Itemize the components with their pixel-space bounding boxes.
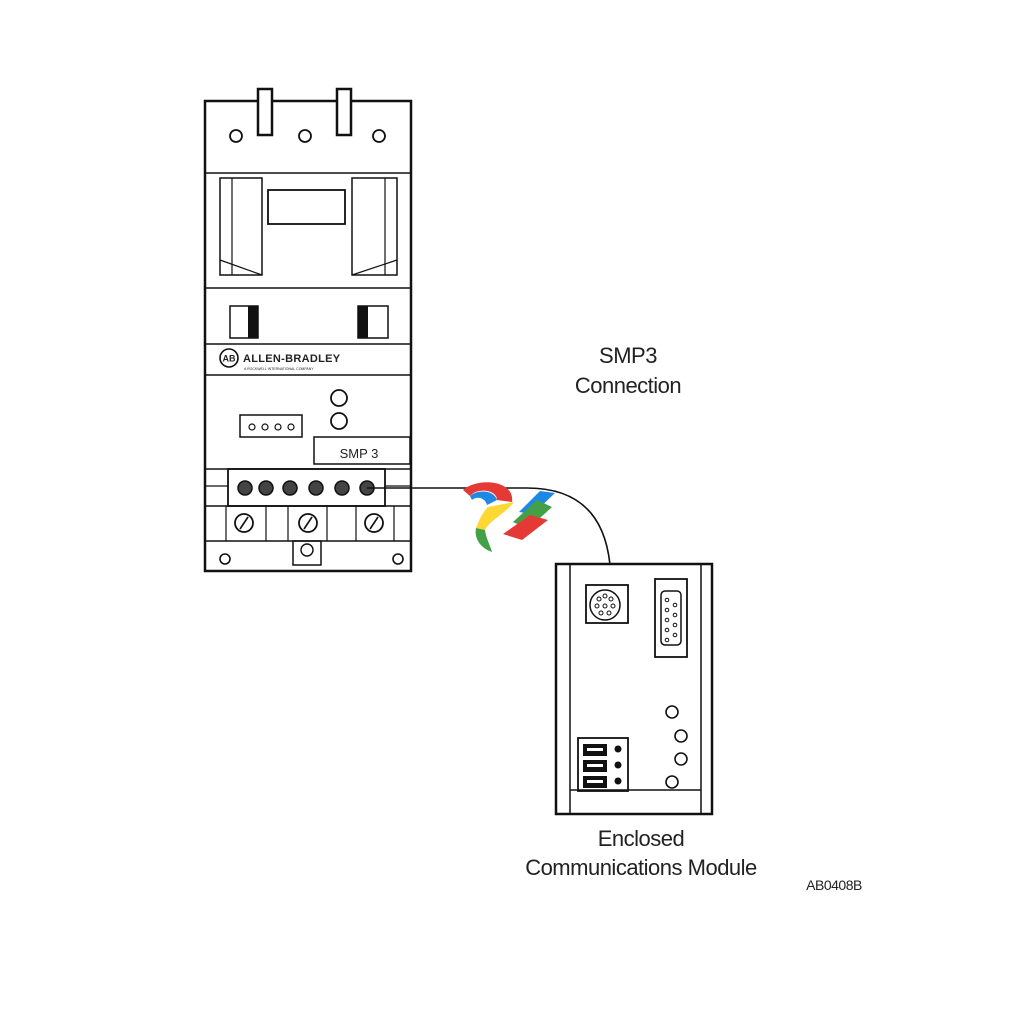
mounting-hole: [298, 129, 312, 143]
ab-badge-text: AB: [223, 354, 236, 364]
mini-din-port: [585, 584, 629, 624]
terminal-screws: [237, 480, 375, 496]
mounting-hole: [392, 553, 404, 565]
connection-label-line2: Connection: [575, 373, 681, 398]
allen-bradley-relay: [203, 87, 413, 573]
mounting-hole: [372, 129, 386, 143]
status-led: [665, 705, 679, 719]
top-clip-left: [256, 87, 274, 137]
side-bracket-right: [351, 177, 398, 276]
connection-label-line1: SMP3: [599, 343, 657, 368]
module-label-line1: Enclosed: [598, 826, 685, 851]
screw-icon: [364, 513, 384, 533]
status-led: [674, 729, 688, 743]
mounting-hole: [219, 553, 231, 565]
screw-icon: [234, 513, 254, 533]
screw-icon: [298, 513, 318, 533]
ab-badge-icon: [219, 348, 239, 368]
status-lamp: [330, 412, 348, 430]
mounting-hole: [229, 129, 243, 143]
enclosed-communications-module: [554, 562, 714, 816]
figure-code: AB0408B: [806, 877, 862, 893]
status-lamp: [330, 389, 348, 407]
brand-name: ALLEN-BRADLEY: [243, 353, 341, 365]
colorful-logo-icon: [463, 482, 555, 552]
allen-bradley-logo: AB ALLEN-BRADLEY A ROCKWELL INTERNATIONA…: [219, 348, 341, 371]
pin-connector-block: [239, 414, 303, 438]
status-led: [674, 752, 688, 766]
power-terminal-block: [577, 737, 629, 792]
brand-subtitle: A ROCKWELL INTERNATIONAL COMPANY: [244, 367, 314, 371]
side-bracket-left: [219, 177, 263, 276]
display-window: [267, 189, 346, 225]
top-clip-right: [335, 87, 353, 137]
status-led: [665, 775, 679, 789]
smp3-port-label-box: [313, 436, 411, 465]
smp3-port-label: SMP 3: [340, 446, 379, 461]
db9-port: [654, 578, 688, 658]
module-label-line2: Communications Module: [525, 855, 757, 880]
